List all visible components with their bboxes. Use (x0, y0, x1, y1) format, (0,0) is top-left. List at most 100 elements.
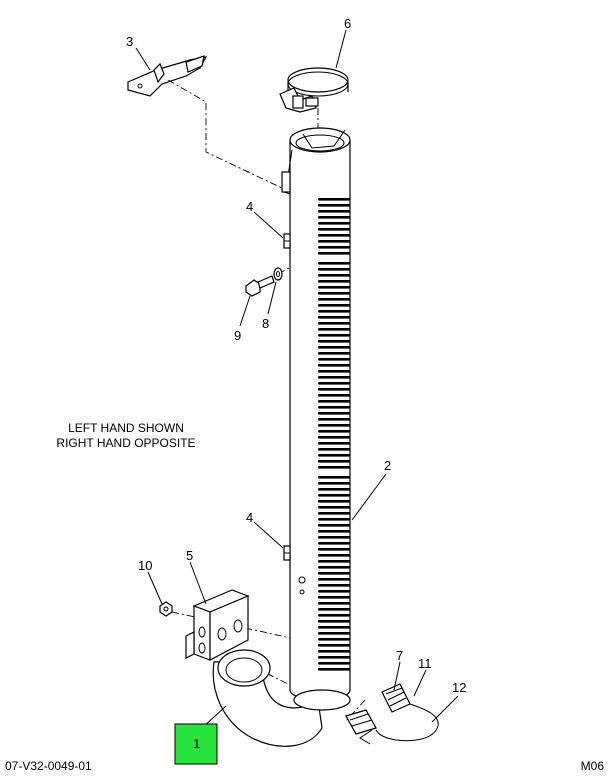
part-12-retaining-cable[interactable] (359, 703, 439, 745)
part-5-lower-bracket[interactable] (185, 589, 250, 661)
perforation-slot (318, 286, 350, 289)
perforation-slot (318, 650, 350, 653)
perforation-slot (318, 518, 350, 521)
perforation-slot (318, 614, 350, 617)
note-line-1: LEFT HAND SHOWN (68, 421, 184, 435)
callout-8: 8 (262, 316, 269, 331)
perforation-slot (318, 476, 350, 479)
callout-1-highlighted[interactable]: 1 (174, 723, 218, 765)
perforation-slot (318, 662, 350, 665)
perforation-slot (318, 602, 350, 605)
perforation-slot (318, 442, 350, 445)
perforation-slot (318, 240, 350, 243)
part-4-mounting-tab-lower[interactable] (283, 545, 291, 561)
callout-9: 9 (234, 328, 241, 343)
perforation-slot (318, 460, 350, 463)
perforation-slot (318, 436, 350, 439)
perforation-slot (318, 358, 350, 361)
revision-code: M06 (581, 759, 605, 773)
callout-2: 2 (384, 458, 391, 473)
perforation-slot (318, 668, 350, 671)
callout-3: 3 (126, 34, 133, 49)
perforation-slot (318, 352, 350, 355)
perforation-slot (318, 246, 350, 249)
perforation-slot (318, 370, 350, 373)
perforation-slot (318, 382, 350, 385)
part-7-small-clamp[interactable] (381, 683, 411, 713)
callout-12: 12 (452, 680, 466, 695)
perforation-slot (318, 376, 350, 379)
callout-4-lower: 4 (246, 510, 253, 525)
perforation-slot (318, 578, 350, 581)
perforation-slot (318, 572, 350, 575)
perforation-slot (318, 620, 350, 623)
callout-4-upper: 4 (246, 199, 253, 214)
perforation-slot (318, 222, 350, 225)
part-10-nut[interactable] (159, 601, 173, 617)
perforation-slot (318, 512, 350, 515)
perforation-slot (318, 644, 350, 647)
perforation-slot (318, 400, 350, 403)
callout-6: 6 (344, 16, 351, 31)
perforation-slot (318, 328, 350, 331)
perforation-slot (318, 626, 350, 629)
perforation-slot (318, 560, 350, 563)
perforation-slot (318, 406, 350, 409)
perforation-slot (318, 656, 350, 659)
perforation-slot (318, 298, 350, 301)
perforation-slot (318, 274, 350, 277)
perforation-slot (318, 566, 350, 569)
perforation-slot (318, 394, 350, 397)
perforation-slots (318, 198, 350, 671)
part-8-washer[interactable] (273, 267, 283, 281)
perforation-slot (318, 506, 350, 509)
perforation-slot (318, 210, 350, 213)
perforation-slot (318, 524, 350, 527)
perforation-slot (318, 234, 350, 237)
perforation-slot (318, 530, 350, 533)
perforation-slot (318, 280, 350, 283)
part-9-bolt[interactable] (245, 275, 275, 297)
perforation-slot (318, 482, 350, 485)
perforation-slot (318, 448, 350, 451)
part-11-sleeve[interactable] (345, 709, 377, 735)
part-6-clamp[interactable] (279, 67, 349, 113)
perforation-slot (318, 494, 350, 497)
perforation-slot (318, 424, 350, 427)
perforation-slot (318, 554, 350, 557)
perforation-slot (318, 596, 350, 599)
callout-labels: 3 6 4 8 9 2 4 5 10 7 11 12 (126, 16, 466, 695)
perforation-slot (318, 418, 350, 421)
perforation-slot (318, 638, 350, 641)
callout-1: 1 (193, 736, 200, 751)
perforation-slot (318, 304, 350, 307)
drawing-number: 07-V32-0049-01 (5, 759, 92, 773)
part-4-mounting-tab-upper[interactable] (283, 233, 291, 249)
callout-10: 10 (138, 558, 152, 573)
perforation-slot (318, 252, 350, 255)
note-line-2: RIGHT HAND OPPOSITE (56, 436, 195, 450)
perforation-slot (318, 316, 350, 319)
perforation-slot (318, 548, 350, 551)
perforation-slot (318, 412, 350, 415)
perforation-slot (318, 500, 350, 503)
part-2-exhaust-stack-tube[interactable] (281, 127, 351, 701)
perforation-slot (318, 584, 350, 587)
perforation-slot (318, 466, 350, 469)
perforation-slot (318, 454, 350, 457)
perforation-slot (318, 388, 350, 391)
callout-7: 7 (396, 648, 403, 663)
perforation-slot (318, 292, 350, 295)
perforation-slot (318, 488, 350, 491)
highlight-box (174, 723, 218, 765)
perforation-slot (318, 632, 350, 635)
perforation-slot (318, 268, 350, 271)
perforation-slot (318, 204, 350, 207)
perforation-slot (318, 262, 350, 265)
perforation-slot (318, 216, 350, 219)
perforation-slot (318, 322, 350, 325)
part-3-upper-bracket[interactable] (127, 55, 208, 97)
perforation-slot (318, 542, 350, 545)
part-1-elbow-pipe[interactable] (212, 649, 351, 747)
